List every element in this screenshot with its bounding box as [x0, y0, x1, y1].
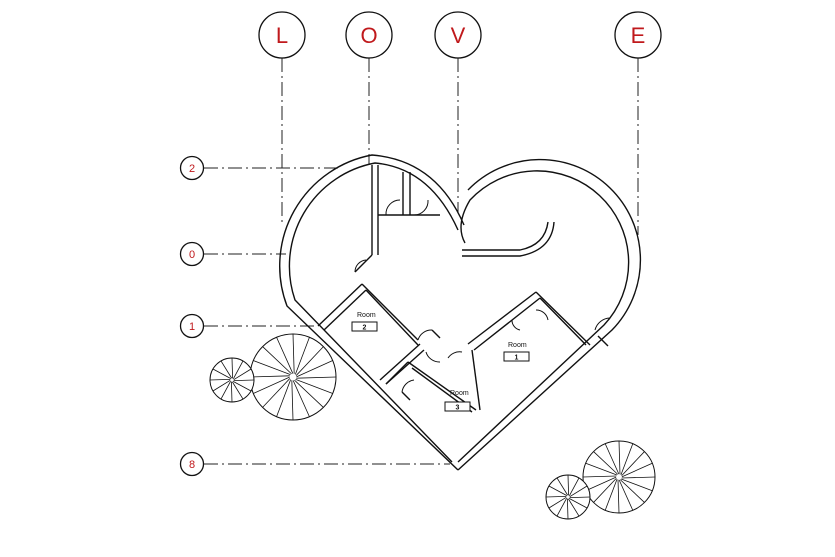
room-tag-2: Room 2 [351, 312, 378, 332]
grid-bubble-8: 8 [179, 451, 205, 477]
tree-small-left [209, 357, 255, 403]
room-tag-1: Room 1 [503, 342, 530, 362]
grid-bubble-label: 0 [189, 249, 195, 261]
grid-bubble-l: L [258, 11, 306, 59]
grid-bubble-label: V [451, 23, 466, 48]
room-tag-3: Room 3 [444, 390, 471, 412]
grid-bubble-o: O [345, 11, 393, 59]
room-label: Room [450, 390, 469, 397]
room-number: 1 [515, 355, 519, 362]
grid-bubble-label: 2 [189, 163, 195, 175]
grid-bubble-v: V [434, 11, 482, 59]
grid-bubble-0: 0 [179, 241, 205, 267]
room-number: 3 [456, 405, 460, 412]
grid-bubble-1: 1 [179, 313, 205, 339]
grid-bubble-2: 2 [179, 155, 205, 181]
room-label: Room [357, 312, 376, 319]
landscape-trees [209, 333, 656, 520]
interior-walls [317, 165, 611, 413]
tree-large-left [249, 333, 337, 421]
room-label: Room [508, 342, 527, 349]
grid-bubble-e: E [614, 11, 662, 59]
grid-bubble-label: L [276, 23, 288, 48]
heart-exterior-walls [279, 154, 642, 471]
grid-bubble-label: 1 [189, 321, 195, 333]
grid-bubble-label: 8 [189, 459, 195, 471]
room-number: 2 [363, 325, 367, 332]
grid-bubble-label: O [360, 23, 377, 48]
tree-large-right [582, 440, 656, 514]
tree-small-right [545, 474, 591, 520]
grid-bubble-label: E [631, 23, 646, 48]
grid-lines [204, 58, 639, 465]
